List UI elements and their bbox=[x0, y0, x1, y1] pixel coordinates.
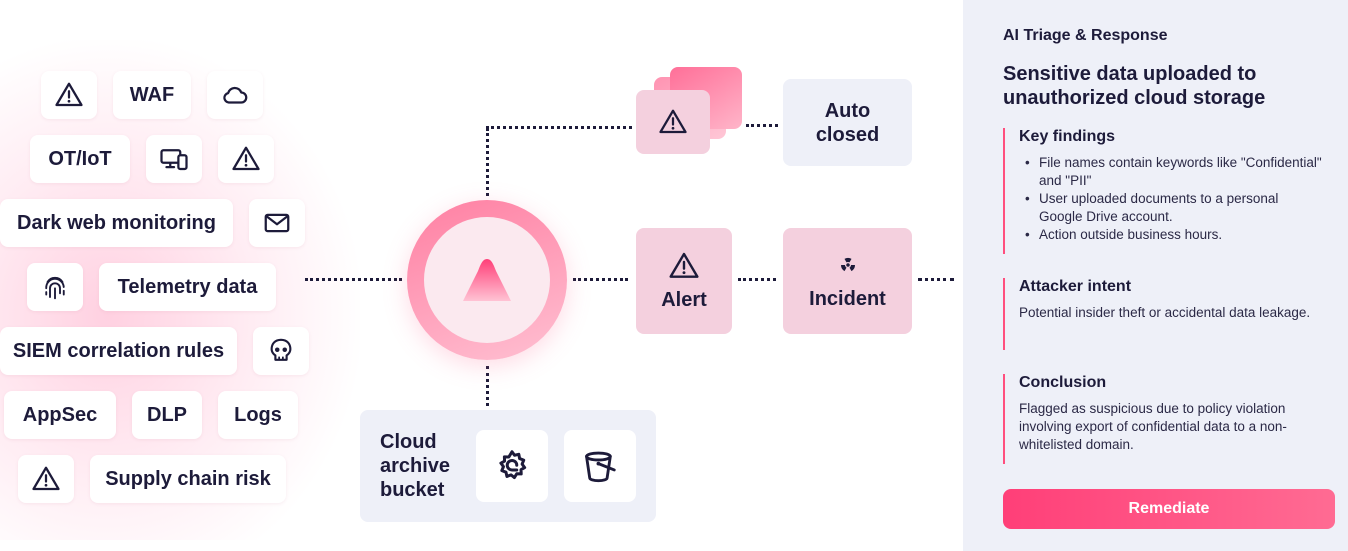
source-supply-chain[interactable]: Supply chain risk bbox=[90, 455, 286, 503]
alert-card[interactable]: Alert bbox=[636, 228, 732, 334]
source-siem[interactable]: SIEM correlation rules bbox=[0, 327, 237, 375]
connector-hub-alert bbox=[573, 278, 628, 281]
conclusion-section: Conclusion Flagged as suspicious due to … bbox=[1003, 374, 1323, 464]
remediate-button[interactable]: Remediate bbox=[1003, 489, 1335, 529]
list-item: File names contain keywords like "Confid… bbox=[1019, 154, 1323, 190]
mail-icon-chip[interactable] bbox=[249, 199, 305, 247]
cloud-archive-box[interactable]: Cloud archive bucket bbox=[360, 410, 656, 522]
warning-icon bbox=[55, 82, 83, 107]
connector-alert-incident bbox=[738, 278, 776, 281]
auto-closed-card[interactable]: Auto closed bbox=[783, 79, 912, 166]
connector-hub-down bbox=[486, 366, 489, 406]
conclusion-text: Flagged as suspicious due to policy viol… bbox=[1019, 401, 1287, 452]
bucket-icon-tile[interactable] bbox=[564, 430, 636, 502]
key-findings-heading: Key findings bbox=[1019, 128, 1116, 145]
connector-hub-up bbox=[486, 128, 489, 196]
source-waf[interactable]: WAF bbox=[113, 71, 191, 119]
panel-kicker: AI Triage & Response bbox=[1003, 27, 1168, 44]
warning-icon bbox=[232, 146, 260, 171]
connector-to-stack bbox=[486, 126, 632, 129]
source-appsec[interactable]: AppSec bbox=[4, 391, 116, 439]
bucket-icon bbox=[585, 451, 616, 483]
attacker-intent-heading: Attacker intent bbox=[1019, 278, 1132, 295]
mail-icon bbox=[264, 213, 290, 233]
source-dlp[interactable]: DLP bbox=[132, 391, 202, 439]
source-ot-iot[interactable]: OT/IoT bbox=[30, 135, 130, 183]
connector-incident-out bbox=[918, 278, 954, 281]
list-item: Action outside business hours. bbox=[1019, 226, 1323, 244]
warning-icon bbox=[659, 109, 687, 134]
fingerprint-icon bbox=[45, 276, 65, 300]
radiation-icon bbox=[840, 257, 855, 272]
key-findings-section: Key findings File names contain keywords… bbox=[1003, 128, 1323, 254]
incident-label: Incident bbox=[809, 288, 886, 310]
grafana-icon bbox=[499, 450, 527, 480]
incident-card[interactable]: Incident bbox=[783, 228, 912, 334]
attacker-intent-text: Potential insider theft or accidental da… bbox=[1019, 305, 1311, 320]
key-findings-list: File names contain keywords like "Confid… bbox=[1019, 154, 1323, 244]
warning-icon-chip[interactable] bbox=[41, 71, 97, 119]
devices-icon bbox=[160, 149, 188, 171]
list-item: User uploaded documents to a personal Go… bbox=[1019, 190, 1323, 226]
skull-icon bbox=[270, 338, 292, 361]
warning-icon-chip[interactable] bbox=[218, 135, 274, 183]
cloud-icon-chip[interactable] bbox=[207, 71, 263, 119]
alert-stack-front[interactable] bbox=[636, 90, 710, 154]
warning-icon-chip[interactable] bbox=[18, 455, 74, 503]
connector-stack-autoclosed bbox=[746, 124, 778, 127]
source-dark-web[interactable]: Dark web monitoring bbox=[0, 199, 233, 247]
warning-icon bbox=[32, 466, 60, 491]
panel-title: Sensitive data uploaded to unauthorized … bbox=[1003, 63, 1266, 109]
cloud-archive-label: Cloud archive bucket bbox=[380, 431, 451, 501]
warning-icon bbox=[669, 252, 699, 278]
grafana-icon-tile[interactable] bbox=[476, 430, 548, 502]
triage-panel: AI Triage & Response Sensitive data uplo… bbox=[963, 0, 1348, 551]
skull-icon-chip[interactable] bbox=[253, 327, 309, 375]
attacker-intent-section: Attacker intent Potential insider theft … bbox=[1003, 278, 1323, 350]
alert-label: Alert bbox=[661, 289, 707, 311]
logo-icon bbox=[463, 259, 511, 301]
source-telemetry[interactable]: Telemetry data bbox=[99, 263, 276, 311]
conclusion-heading: Conclusion bbox=[1019, 374, 1107, 391]
source-logs[interactable]: Logs bbox=[218, 391, 298, 439]
cloud-icon bbox=[223, 86, 248, 104]
fingerprint-icon-chip[interactable] bbox=[27, 263, 83, 311]
connector-sources-hub bbox=[305, 278, 402, 281]
devices-icon-chip[interactable] bbox=[146, 135, 202, 183]
ai-hub[interactable] bbox=[407, 200, 567, 360]
